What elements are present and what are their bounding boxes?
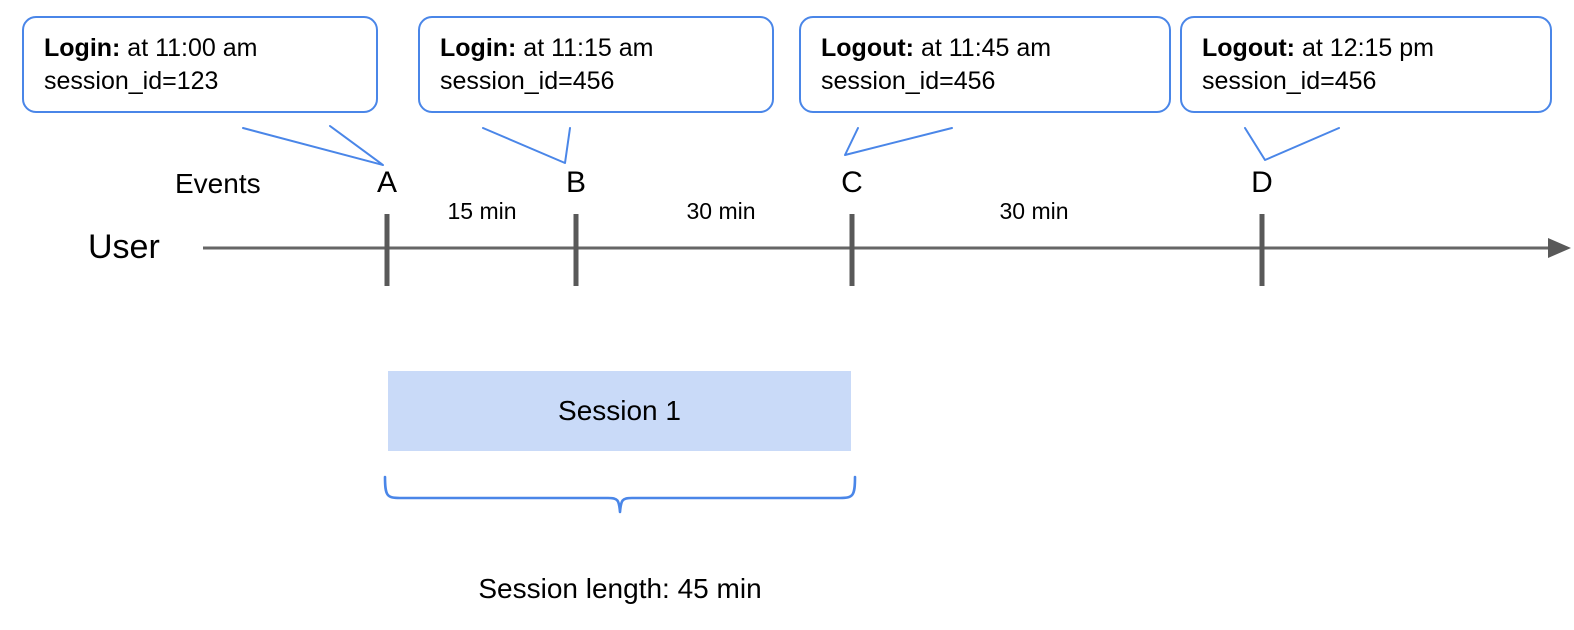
brace-path xyxy=(383,475,857,514)
callout-b-event-type: Login: xyxy=(440,34,517,62)
event-letter-d: D xyxy=(1251,166,1273,199)
callout-c-time: at 11:45 am xyxy=(914,34,1052,62)
callout-b-session-id: session_id=456 xyxy=(440,67,615,96)
callout-event-a[interactable]: Login: at 11:00 am session_id=123 xyxy=(22,16,378,113)
callout-a-time: at 11:00 am xyxy=(120,34,258,62)
row-label-user: User xyxy=(88,228,160,266)
callout-a-line1: Login: at 11:00 am xyxy=(44,32,358,65)
callout-c-session-id: session_id=456 xyxy=(821,67,996,96)
session-bar[interactable]: Session 1 xyxy=(388,371,851,451)
callout-tail-b xyxy=(482,127,571,164)
session-length-caption: Session length: 45 min xyxy=(478,573,762,604)
event-letter-b: B xyxy=(565,166,587,199)
callout-event-c[interactable]: Logout: at 11:45 am session_id=456 xyxy=(799,16,1171,113)
row-label-events: Events xyxy=(175,168,261,199)
interval-label-b-c: 30 min xyxy=(686,198,756,224)
callout-d-event-type: Logout: xyxy=(1202,34,1296,62)
axis-arrowhead xyxy=(1548,238,1571,258)
callout-tail-a xyxy=(242,125,384,166)
callout-a-session-id: session_id=123 xyxy=(44,67,219,96)
callout-b-time: at 11:15 am xyxy=(516,34,654,62)
callout-c-event-type: Logout: xyxy=(821,34,915,62)
callout-c-line1: Logout: at 11:45 am xyxy=(821,32,1151,65)
callout-tail-d xyxy=(1244,127,1340,161)
session-bar-label: Session 1 xyxy=(558,395,681,426)
callout-d-time: at 12:15 pm xyxy=(1295,34,1434,62)
interval-label-c-d: 30 min xyxy=(999,198,1069,224)
callout-event-d[interactable]: Logout: at 12:15 pm session_id=456 xyxy=(1180,16,1552,113)
callout-event-b[interactable]: Login: at 11:15 am session_id=456 xyxy=(418,16,774,113)
interval-label-a-b: 15 min xyxy=(447,198,517,224)
callout-a-event-type: Login: xyxy=(44,34,121,62)
callout-d-session-id: session_id=456 xyxy=(1202,67,1377,96)
callout-b-line1: Login: at 11:15 am xyxy=(440,32,754,65)
callout-d-line1: Logout: at 12:15 pm xyxy=(1202,32,1532,65)
event-letter-a: A xyxy=(376,166,398,199)
event-letter-c: C xyxy=(841,166,863,199)
callout-tail-c xyxy=(844,127,953,156)
